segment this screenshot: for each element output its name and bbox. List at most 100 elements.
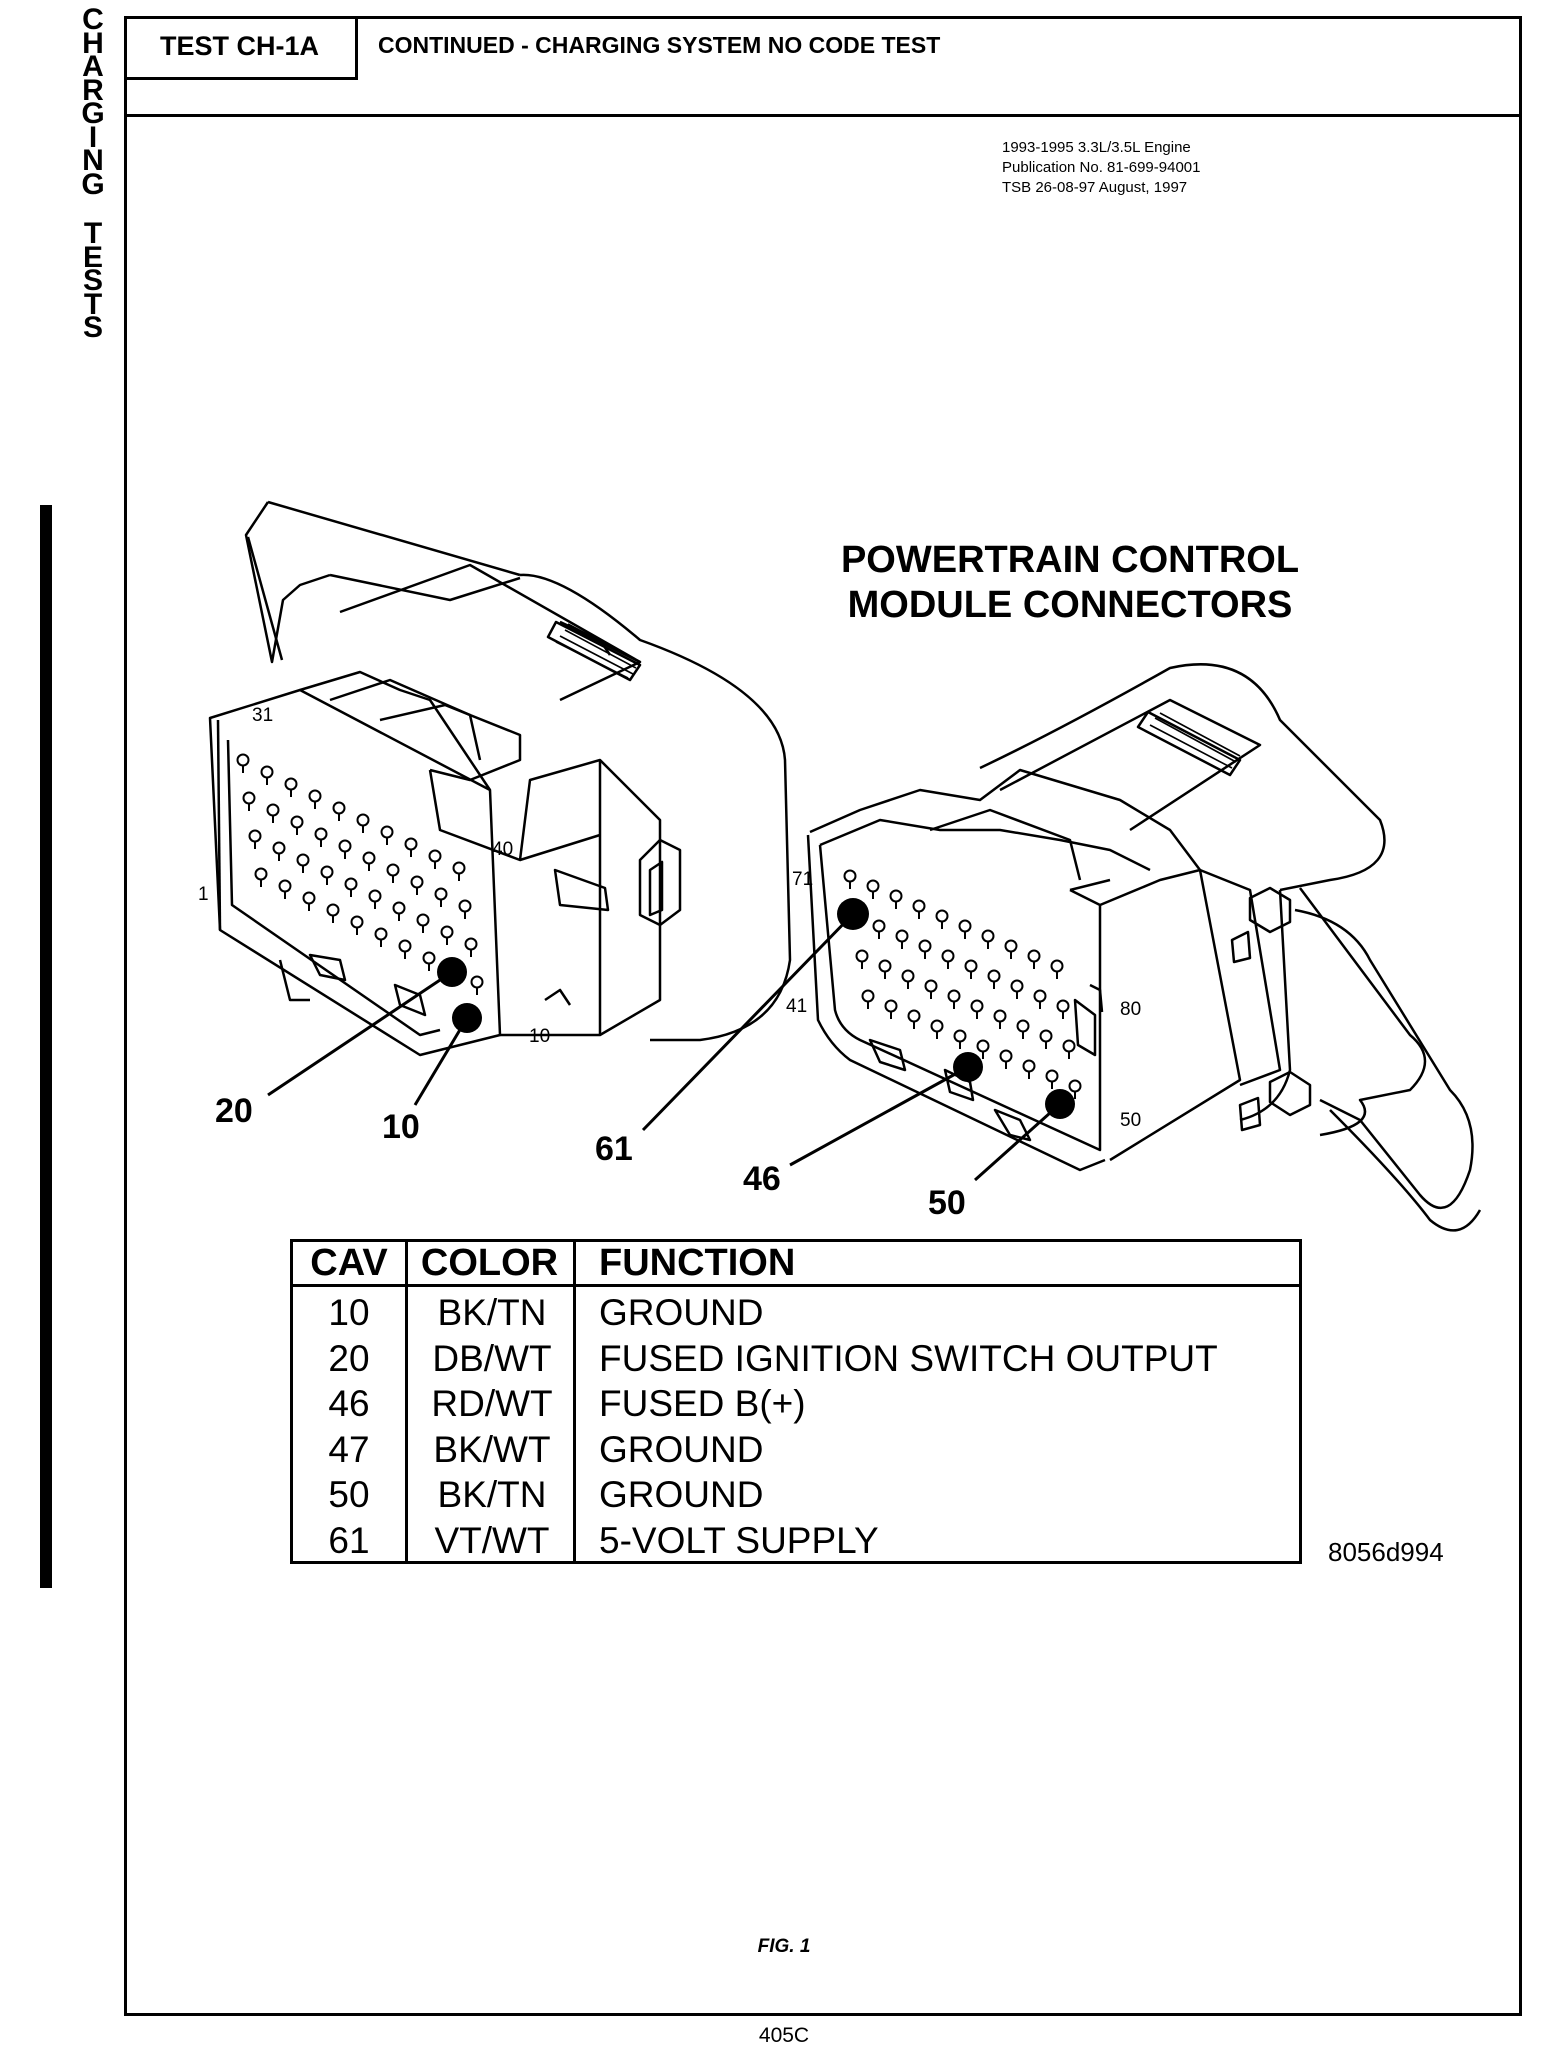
leader-line-50 (974, 1102, 1061, 1182)
connector-pin (1016, 1019, 1030, 1033)
table-column-rule (573, 1242, 576, 1561)
connector-pin (440, 925, 454, 939)
publication-engine: 1993-1995 3.3L/3.5L Engine (1002, 139, 1191, 156)
connector-pin (987, 969, 1001, 983)
section-side-bar (40, 505, 52, 1588)
connector-pin (272, 841, 286, 855)
side-letter: R (82, 73, 104, 107)
pin-label-41: 41 (786, 996, 807, 1017)
right-connector (806, 663, 1482, 1232)
connector-pin (458, 899, 472, 913)
side-letter: T (83, 217, 103, 250)
cell-cav: 50 (328, 1474, 370, 1515)
leader-line-61 (641, 912, 855, 1132)
side-letter: S (82, 311, 103, 344)
connector-pin (855, 949, 869, 963)
connector-pin (1068, 1079, 1082, 1093)
pin-label-50: 50 (1120, 1110, 1141, 1131)
callout-46: 46 (743, 1160, 781, 1198)
connector-pin (398, 939, 412, 953)
table-header-rule (293, 1284, 1299, 1287)
connector-pin (248, 829, 262, 843)
callout-10: 10 (382, 1108, 420, 1146)
publication-tsb: TSB 26-08-97 August, 1997 (1002, 179, 1188, 196)
diagram-title-line2: MODULE CONNECTORS (847, 584, 1293, 626)
cell-color: VT/WT (434, 1519, 550, 1561)
cell-cav: 10 (328, 1292, 370, 1333)
connector-pin (254, 867, 268, 881)
connector-pin (947, 989, 961, 1003)
publication-info: 1993-1995 3.3L/3.5L Engine Publication N… (1002, 138, 1200, 198)
connector-pin (242, 791, 256, 805)
connector-pin (878, 959, 892, 973)
left-connector (208, 500, 792, 1057)
connector-pin (993, 1009, 1007, 1023)
connector-pin (1062, 1039, 1076, 1053)
connector-pin (428, 849, 442, 863)
connector-pin (326, 903, 340, 917)
callout-20: 20 (215, 1092, 253, 1130)
connector-pin (416, 913, 430, 927)
cell-cav: 20 (328, 1337, 370, 1379)
connector-pin (308, 789, 322, 803)
connector-pin (302, 891, 316, 905)
connector-pin (236, 753, 250, 767)
side-letter: S (82, 264, 103, 297)
side-letter: N (82, 144, 104, 177)
connector-pin (260, 765, 274, 779)
connector-pin (1027, 949, 1041, 963)
figure-caption: FIG. 1 (757, 1936, 811, 1957)
connector-pin (434, 887, 448, 901)
diagram-title-line1: POWERTRAIN CONTROL (840, 539, 1300, 581)
connector-pin (889, 889, 903, 903)
connector-pin (284, 777, 298, 791)
connector-pin (1004, 939, 1018, 953)
cell-function: GROUND (599, 1474, 764, 1515)
diagram-title: POWERTRAIN CONTROL MODULE CONNECTORS (800, 538, 1340, 628)
cell-color: BK/WT (433, 1428, 551, 1470)
connector-pin (266, 803, 280, 817)
connector-pin (953, 1029, 967, 1043)
side-letter: H (82, 26, 104, 60)
connector-pin (912, 899, 926, 913)
connector-pin (907, 1009, 921, 1023)
connector-pin (861, 989, 875, 1003)
connector-pin (290, 815, 304, 829)
connector-pin (410, 875, 424, 889)
publication-number: Publication No. 81-699-94001 (1002, 159, 1201, 176)
side-letter: A (82, 50, 104, 83)
connector-pin (422, 951, 436, 965)
connector-pin (374, 927, 388, 941)
side-letter: T (83, 287, 103, 321)
connector-pin (380, 825, 394, 839)
side-letter: G (81, 97, 105, 130)
leader-line-20 (267, 970, 453, 1097)
connector-pin (362, 851, 376, 865)
connector-pin (470, 975, 484, 989)
side-letter: G (81, 167, 105, 201)
pin-label-1: 1 (198, 884, 209, 905)
connector-pin (1033, 989, 1047, 1003)
connector-pin (314, 827, 328, 841)
section-side-label: C H A R G I N G T E S T S (78, 5, 108, 344)
connector-pin (958, 919, 972, 933)
connector-pin (964, 959, 978, 973)
connector-pin (392, 901, 406, 915)
connector-pin (901, 969, 915, 983)
table-body: 10 BK/TN GROUND 20 DB/WT FUSED IGNITION … (293, 1290, 1299, 1563)
cell-cav: 61 (328, 1519, 370, 1561)
table-row: 61 VT/WT 5-VOLT SUPPLY (293, 1518, 1299, 1564)
connector-pin (1039, 1029, 1053, 1043)
connector-pin (404, 837, 418, 851)
left-connector-pins (236, 753, 484, 995)
page-frame (124, 16, 1522, 2016)
table-row: 50 BK/TN GROUND (293, 1472, 1299, 1518)
cell-color: RD/WT (431, 1383, 553, 1424)
cell-function: FUSED B(+) (599, 1383, 806, 1424)
connector-pin (866, 879, 880, 893)
connector-pin (1056, 999, 1070, 1013)
connector-pin (1010, 979, 1024, 993)
connector-pin (930, 1019, 944, 1033)
cell-cav: 47 (328, 1428, 370, 1470)
